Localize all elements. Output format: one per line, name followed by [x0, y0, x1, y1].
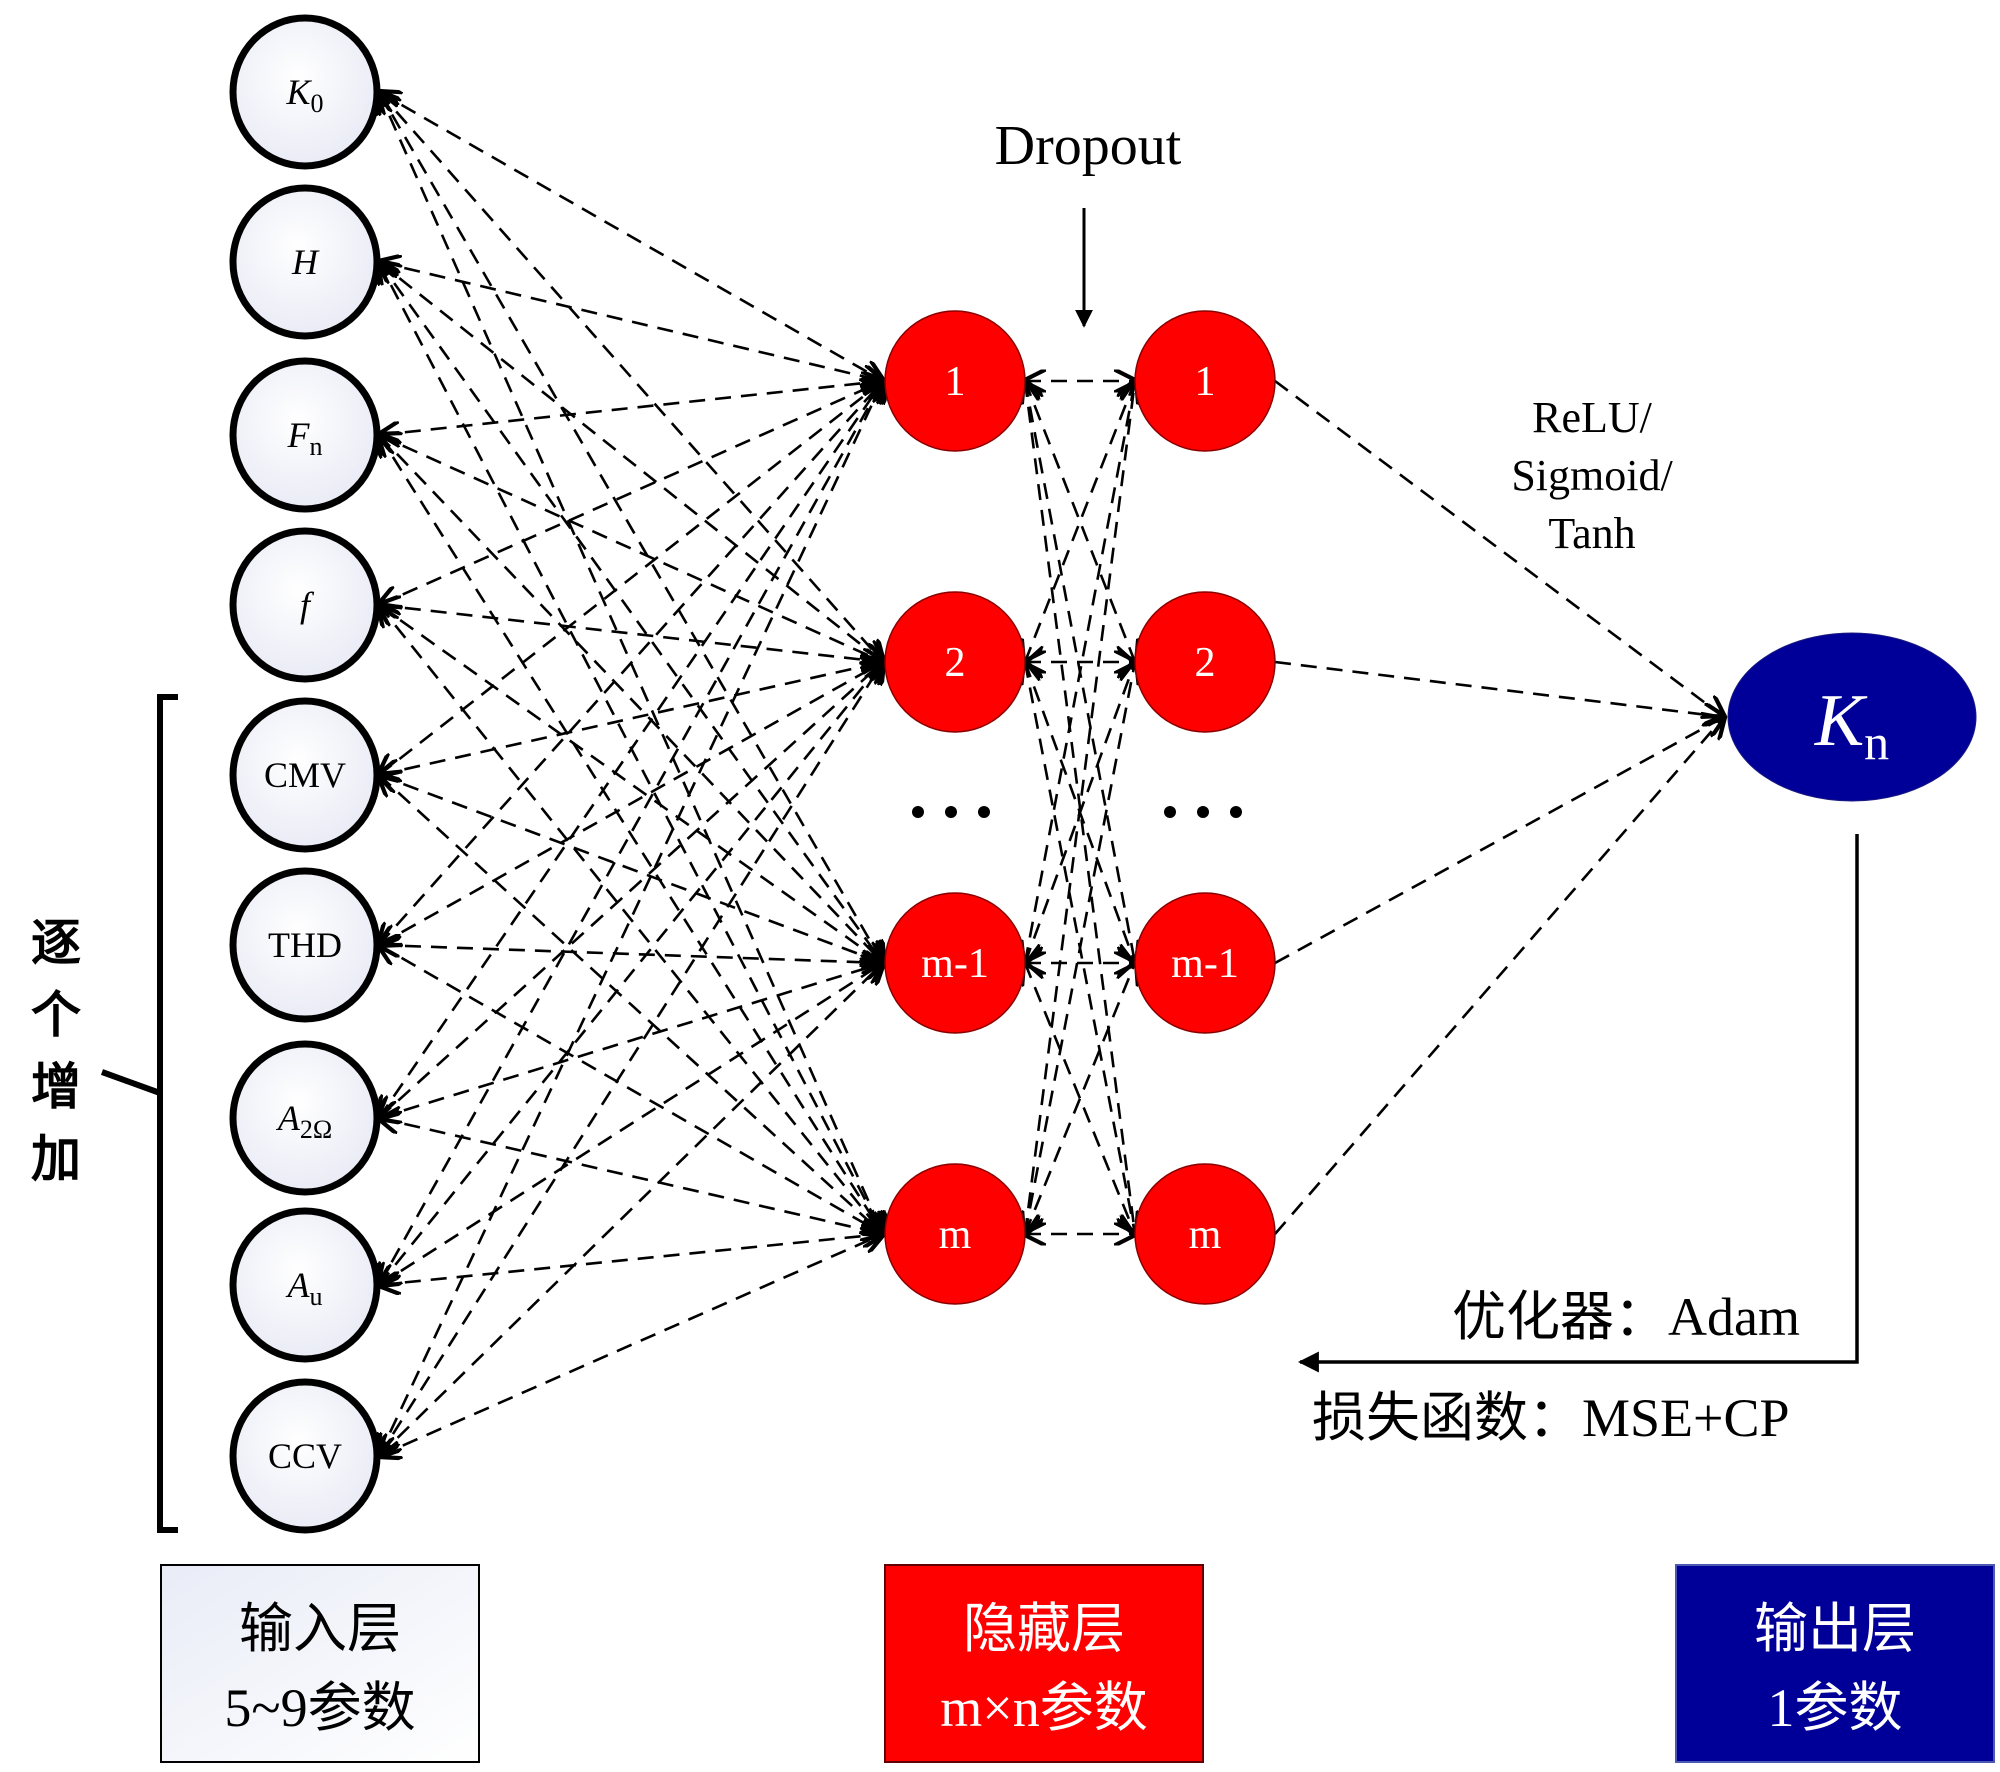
connection-hidden1-4-to-hidden2-2 [1025, 662, 1135, 1234]
connection-input-4-to-hidden1-2 [379, 605, 883, 662]
hidden-layer-2-node-label: m [1189, 1212, 1222, 1258]
connection-input-5-to-hidden1-1 [379, 381, 883, 775]
legend-output-layer: 输出层 1参数 [1675, 1564, 1995, 1763]
input-node: Fn [229, 357, 381, 513]
hidden-layer-2-ellipsis [1164, 806, 1242, 818]
input-node-label: K0 [285, 72, 323, 118]
connection-hidden1-2-to-hidden2-1 [1025, 381, 1135, 662]
input-node-label: Fn [287, 415, 323, 461]
connection-input-5-to-hidden1-4 [379, 775, 883, 1234]
hidden-layer-2-node: m-1 [1134, 892, 1276, 1034]
bracket-label: 逐 个 增 加 [31, 914, 81, 1188]
hidden-layer-2-node: m [1134, 1163, 1276, 1305]
connection-input-2-to-hidden1-1 [379, 262, 883, 381]
hidden-to-hidden-connections [1025, 381, 1135, 1234]
input-to-hidden-connections [379, 92, 883, 1456]
hidden-layer-1-node: m [884, 1163, 1026, 1305]
input-node: Au [229, 1207, 381, 1363]
connection-hidden2-3-to-output [1274, 717, 1724, 965]
hidden-layer-1: 1 2 m-1 m [884, 310, 1026, 1305]
bracket-label-char: 加 [31, 1130, 81, 1188]
legend-output-title: 输出层 [1754, 1599, 1916, 1659]
hidden-layer-2: 1 2 m-1 m [1134, 310, 1276, 1305]
hidden-layer-1-node-label: 1 [945, 359, 966, 405]
bracket-label-char: 逐 [31, 914, 81, 972]
input-node-label: CCV [268, 1436, 342, 1476]
connection-input-2-to-hidden1-2 [379, 262, 883, 662]
connection-input-2-to-hidden1-3 [379, 262, 883, 963]
input-node: f [229, 527, 381, 683]
connection-input-8-to-hidden1-3 [379, 963, 883, 1285]
input-node: CMV [229, 697, 381, 853]
hidden-layer-1-node: m-1 [884, 892, 1026, 1034]
connection-input-7-to-hidden1-2 [379, 662, 883, 1118]
input-node-label: CMV [264, 755, 346, 795]
hidden-layer-1-node: 1 [884, 310, 1026, 452]
dropout-label: Dropout [995, 115, 1182, 177]
legend-hidden-layer: 隐藏层 m×n参数 [884, 1564, 1204, 1763]
legend-hidden-params: m×n参数 [940, 1678, 1147, 1738]
activation-line-tanh: Tanh [1548, 509, 1635, 558]
connection-input-1-to-hidden1-1 [379, 92, 883, 381]
hidden-layer-1-ellipsis [912, 806, 990, 818]
legend-input-layer: 输入层 5~9参数 [160, 1564, 480, 1763]
connection-hidden2-2-to-output [1274, 660, 1724, 717]
input-node-label: THD [268, 925, 342, 965]
connection-input-7-to-hidden1-4 [379, 1118, 883, 1234]
legend-hidden-title: 隐藏层 [963, 1599, 1125, 1659]
output-node-label: Kn [1814, 680, 1889, 770]
hidden-layer-2-node: 2 [1134, 591, 1276, 733]
hidden-layer-1-node-label: m-1 [921, 941, 989, 987]
feedback-arrow-icon [1297, 834, 1859, 1373]
hidden-layer-1-node-label: 2 [945, 640, 966, 686]
connection-input-9-to-hidden1-4 [379, 1234, 883, 1456]
connection-input-7-to-hidden1-3 [379, 963, 883, 1118]
connection-input-5-to-hidden1-2 [379, 662, 883, 775]
connection-input-3-to-hidden1-4 [379, 435, 883, 1234]
input-node: H [229, 184, 381, 340]
input-node: K0 [229, 14, 381, 170]
connection-hidden1-1-to-hidden2-2 [1025, 381, 1135, 662]
incremental-inputs-bracket [100, 694, 178, 1533]
hidden-to-output-connections [1274, 379, 1724, 1235]
connection-input-4-to-hidden1-3 [379, 605, 883, 963]
input-node-label: Au [286, 1265, 323, 1311]
connection-input-6-to-hidden1-1 [379, 381, 883, 945]
legend-input-params: 5~9参数 [224, 1678, 415, 1738]
activation-line-sigmoid: Sigmoid/ [1511, 451, 1673, 500]
connection-input-9-to-hidden1-2 [379, 662, 883, 1456]
connection-input-7-to-hidden1-1 [379, 381, 883, 1118]
output-node: Kn [1727, 632, 1977, 802]
hidden-layer-2-node-label: 2 [1195, 640, 1216, 686]
input-node: CCV [229, 1378, 381, 1534]
input-node: A2Ω [229, 1040, 381, 1196]
activation-line-relu: ReLU/ [1532, 393, 1653, 442]
bracket-label-char: 个 [31, 986, 81, 1044]
optimizer-label: 优化器：Adam [1452, 1287, 1800, 1347]
hidden-layer-2-node: 1 [1134, 310, 1276, 452]
bracket-label-char: 增 [31, 1058, 81, 1116]
connection-input-6-to-hidden1-4 [379, 945, 883, 1234]
connection-input-8-to-hidden1-4 [379, 1234, 883, 1285]
connection-input-3-to-hidden1-2 [379, 435, 883, 662]
hidden-layer-2-node-label: m-1 [1171, 941, 1239, 987]
hidden-layer-1-node-label: m [939, 1212, 972, 1258]
input-node: THD [229, 867, 381, 1023]
loss-function-label: 损失函数：MSE+CP [1312, 1388, 1790, 1448]
activation-label: ReLU/ Sigmoid/ Tanh [1511, 393, 1673, 558]
input-node-label: H [291, 242, 320, 282]
connection-input-6-to-hidden1-3 [379, 945, 883, 963]
connection-hidden1-4-to-hidden2-3 [1025, 963, 1135, 1234]
connection-input-3-to-hidden1-3 [379, 435, 883, 963]
legend-input-title: 输入层 [239, 1599, 401, 1659]
legend-output-params: 1参数 [1768, 1678, 1903, 1738]
hidden-layer-2-node-label: 1 [1195, 359, 1216, 405]
connection-hidden2-1-to-output [1274, 379, 1724, 717]
input-node-label: A2Ω [276, 1098, 332, 1144]
hidden-layer-1-node: 2 [884, 591, 1026, 733]
connection-hidden2-4-to-output [1274, 717, 1724, 1235]
connection-input-9-to-hidden1-3 [379, 963, 883, 1456]
